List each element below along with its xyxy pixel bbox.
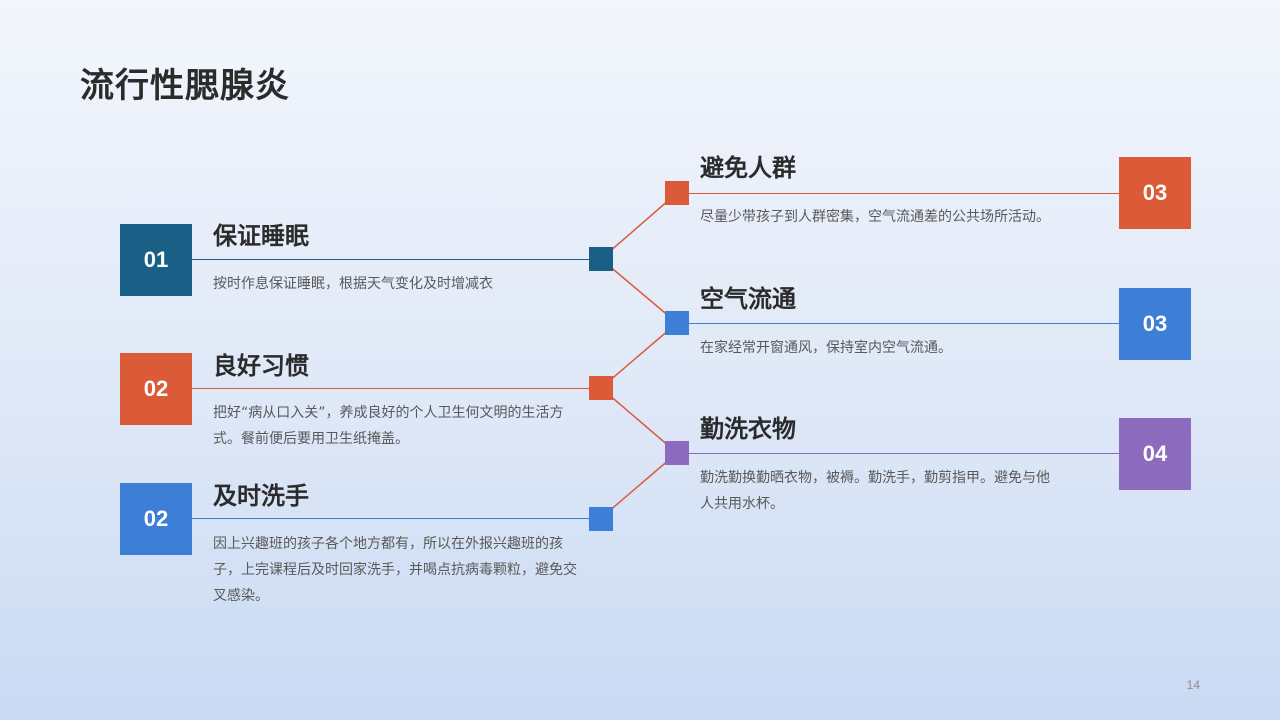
divider-line: [689, 193, 1119, 194]
node-square: [665, 181, 689, 205]
divider-line: [689, 323, 1119, 324]
description-air: 在家经常开窗通风，保持室内空气流通。: [700, 340, 952, 356]
connector-habit-air: [600, 322, 678, 389]
heading-laundry: 勤洗衣物: [700, 415, 796, 443]
connector-habit-laundry: [600, 387, 678, 454]
node-square: [589, 376, 613, 400]
description-laundry: 勤洗勤换勤晒衣物，被褥。勤洗手，勤剪指甲。避免与他人共用水杯。: [700, 470, 1050, 512]
connector-wash-laundry: [600, 452, 678, 519]
node-square: [589, 247, 613, 271]
number-box-03: 03: [1119, 157, 1191, 229]
node-square: [665, 311, 689, 335]
description-habit: 把好“病从口入关”，养成良好的个人卫生何文明的生活方式。餐前便后要用卫生纸掩盖。: [213, 405, 564, 447]
heading-air: 空气流通: [700, 285, 796, 313]
connector-sleep-air: [600, 258, 678, 324]
description-handwash: 因上兴趣班的孩子各个地方都有，所以在外报兴趣班的孩子，上完课程后及时回家洗手，并…: [213, 536, 577, 604]
heading-avoid-crowd: 避免人群: [700, 154, 796, 182]
connector-sleep-crowd: [600, 192, 678, 260]
number-box-02: 02: [120, 353, 192, 425]
number-box-01: 01: [120, 224, 192, 296]
page-number: 14: [1186, 678, 1200, 692]
divider-line: [192, 518, 589, 519]
number-box-03b: 03: [1119, 288, 1191, 360]
number-box-04: 04: [1119, 418, 1191, 490]
slide-title: 流行性腮腺炎: [80, 66, 290, 106]
node-square: [589, 507, 613, 531]
divider-line: [689, 453, 1119, 454]
divider-line: [192, 259, 589, 260]
description-sleep: 按时作息保证睡眠，根据天气变化及时增减衣: [213, 276, 493, 292]
divider-line: [192, 388, 589, 389]
node-square: [665, 441, 689, 465]
description-avoid-crowd: 尽量少带孩子到人群密集，空气流通差的公共场所活动。: [700, 209, 1050, 225]
number-box-02b: 02: [120, 483, 192, 555]
heading-handwash: 及时洗手: [213, 482, 309, 510]
heading-sleep: 保证睡眠: [213, 222, 309, 250]
heading-habit: 良好习惯: [213, 352, 309, 380]
